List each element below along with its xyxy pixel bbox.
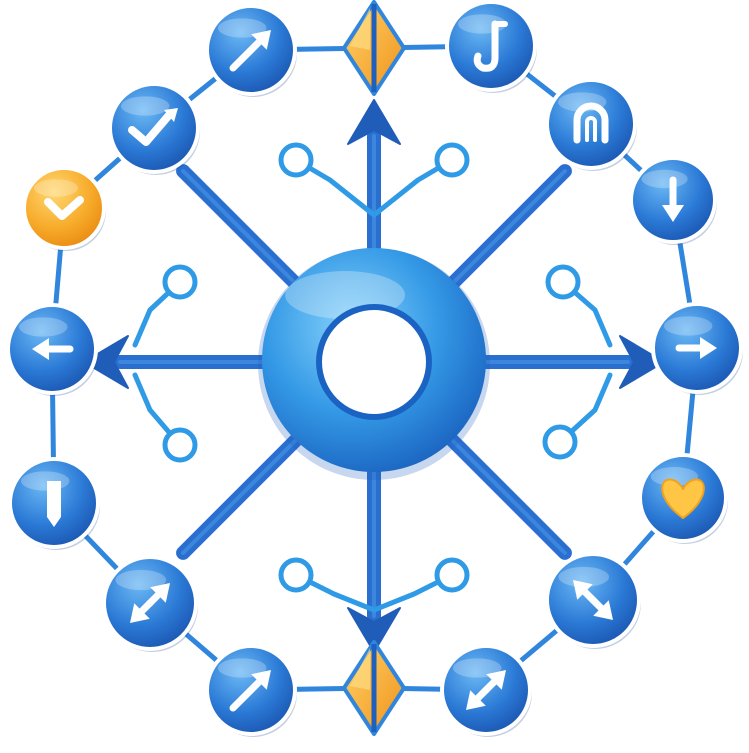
circuit-left-lower	[132, 372, 198, 463]
circuit-down-left-pad	[278, 557, 314, 593]
chevron-down-stroke	[44, 196, 84, 220]
circuit-right-lower	[542, 372, 613, 460]
checkmark-stroke	[128, 110, 174, 146]
checkmark-tip	[164, 108, 178, 122]
arrow-up-right-node-top-gloss	[218, 18, 267, 38]
vertical-bar-node[interactable]	[8, 457, 100, 550]
arrow-down-node-gloss	[641, 169, 688, 189]
circuit-down-left	[278, 557, 377, 613]
circuit-branches	[132, 142, 613, 613]
circuit-up-left-pad	[278, 142, 314, 178]
spoke-up-arrowhead	[347, 99, 401, 145]
diagonal-down-right-node-gloss	[558, 566, 610, 588]
arrow-down-node[interactable]	[629, 156, 717, 245]
diamond-facet	[350, 648, 370, 690]
arrow-left-icon	[32, 338, 74, 360]
check-node-blue-gloss	[121, 96, 170, 116]
u-turn-node-badge	[545, 78, 637, 170]
diagonal-arrow-up-right-icon	[130, 583, 170, 623]
arrow-left-node[interactable]	[6, 303, 98, 396]
diagonal-arrow-up-right-icon	[466, 670, 506, 710]
diagonal-node-left-lower[interactable]	[102, 555, 198, 652]
circuit-left-upper-pad	[162, 264, 198, 300]
u-turn-outer	[573, 102, 609, 144]
diag-ur-b-head	[130, 603, 150, 623]
arrow-ur-stem	[229, 35, 266, 72]
arrow-right-node[interactable]	[651, 302, 743, 395]
vertical-bar-shape	[47, 481, 61, 527]
diagonal-up-right-node-bottom-right-gloss	[453, 658, 502, 678]
circuit-right-upper	[545, 264, 613, 348]
diamond-node-bottom[interactable]	[342, 640, 406, 736]
diag-ur-b-head	[466, 690, 486, 710]
arrow-right-icon	[675, 337, 717, 359]
arrow-left-head	[32, 338, 49, 360]
diamond-facet	[350, 8, 370, 50]
diagonal-arrow-down-right-icon	[573, 580, 613, 620]
heart-node-gloss	[650, 467, 699, 486]
u-turn-icon	[573, 102, 609, 144]
spoke-left-arrowhead	[83, 335, 129, 389]
diag-ur-a-head	[486, 670, 506, 690]
hub-hole	[322, 310, 426, 414]
spoke-down-arrowhead	[347, 607, 401, 653]
circuit-down-right-pad	[434, 557, 470, 593]
circuit-right-upper-pad	[545, 264, 581, 300]
arrow-down-icon	[662, 176, 684, 222]
circuit-down-right	[371, 557, 470, 613]
diamond-node-top[interactable]	[342, 0, 406, 96]
circuit-up-right-pad	[434, 142, 470, 178]
heart-icon	[661, 478, 705, 520]
diag-dr-a-head	[593, 600, 613, 620]
arrow-ur-stem	[229, 675, 266, 712]
arrow-up-right-icon	[229, 30, 271, 72]
vertical-bar-node-gloss	[21, 471, 70, 491]
circuit-left-upper	[132, 264, 198, 348]
music-note-icon	[473, 20, 508, 72]
diagonal-up-right-node-bottom-right[interactable]	[440, 644, 532, 737]
arrow-up-right-node-bottom-left[interactable]	[205, 644, 297, 737]
arrow-up-right-icon	[229, 670, 271, 712]
arrow-ur-head	[251, 670, 271, 690]
diagonal-down-right-node[interactable]	[545, 552, 641, 649]
u-turn-node[interactable]	[545, 78, 637, 171]
perimeter-nodes	[6, 0, 743, 737]
arrow-up-right-node-top[interactable]	[205, 4, 297, 97]
circuit-up-left	[278, 142, 377, 218]
diagonal-node-left-lower-gloss	[115, 569, 167, 591]
vertical-bar-icon	[47, 481, 61, 527]
check-node-orange-badge	[22, 166, 106, 250]
arrow-left-node-gloss	[19, 317, 68, 337]
checkmark-icon	[128, 108, 178, 146]
check-node-blue[interactable]	[108, 82, 200, 175]
spoke-right-arrowhead	[619, 335, 665, 389]
arrow-up-right-node-bottom-left-gloss	[218, 658, 267, 678]
arrow-ur-head	[251, 30, 271, 50]
music-note-node[interactable]	[445, 0, 537, 93]
circuit-up-right	[371, 142, 470, 218]
arrow-down-head	[662, 205, 684, 222]
heart-shape	[661, 478, 705, 520]
heart-node[interactable]	[638, 453, 728, 544]
circuit-left-lower-pad	[162, 427, 198, 463]
music-note-node-badge	[445, 0, 537, 92]
u-turn-inner	[585, 116, 597, 142]
check-node-orange[interactable]	[22, 166, 106, 251]
central-hub	[258, 248, 490, 480]
arrow-right-node-gloss	[664, 316, 713, 336]
circuit-right-lower-pad	[542, 424, 578, 460]
diag-dr-b-head	[573, 580, 593, 600]
music-note-stroke	[473, 20, 499, 72]
diag-ur-a-head	[150, 583, 170, 603]
arrow-right-head	[700, 337, 717, 359]
chevron-down-icon	[44, 196, 84, 220]
check-node-orange-gloss	[34, 179, 78, 197]
